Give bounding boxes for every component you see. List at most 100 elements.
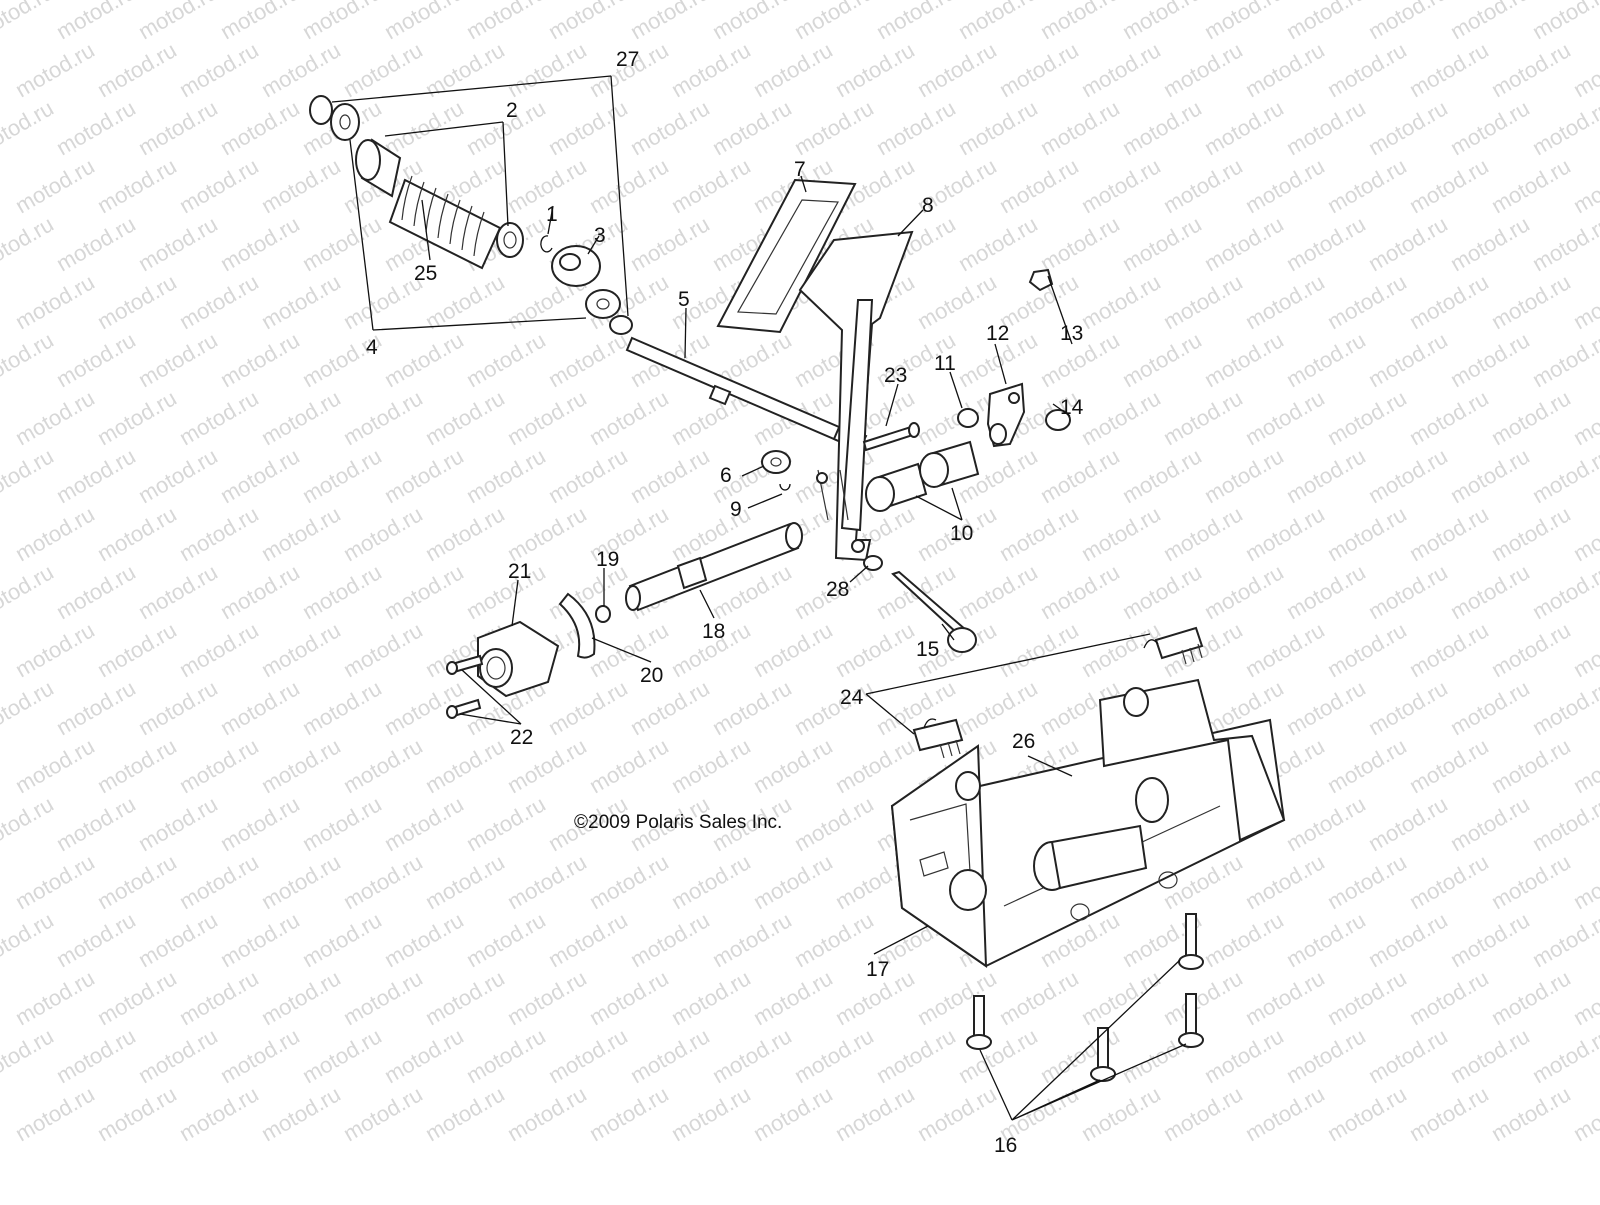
- watermark-text: motod.ru: [380, 791, 468, 856]
- watermark-text: motod.ru: [421, 733, 509, 798]
- watermark-text: motod.ru: [0, 95, 58, 160]
- watermark-text: motod.ru: [626, 0, 714, 44]
- watermark-text: motod.ru: [544, 1023, 632, 1088]
- watermark-text: motod.ru: [257, 849, 345, 914]
- watermark-text: motod.ru: [667, 37, 755, 102]
- watermark-text: motod.ru: [1241, 501, 1329, 566]
- watermark-text: motod.ru: [134, 95, 222, 160]
- watermark-text: motod.ru: [626, 95, 714, 160]
- watermark-text: motod.ru: [339, 501, 427, 566]
- watermark-text: motod.ru: [11, 617, 99, 682]
- watermark-text: motod.ru: [1323, 849, 1411, 914]
- watermark-text: motod.ru: [1487, 1081, 1575, 1146]
- watermark-text: motod.ru: [257, 965, 345, 1030]
- watermark-text: motod.ru: [0, 559, 58, 624]
- watermark-text: motod.ru: [1487, 37, 1575, 102]
- watermark-text: motod.ru: [1405, 849, 1493, 914]
- watermark-text: motod.ru: [1446, 675, 1534, 740]
- callout-14: 14: [1060, 396, 1084, 419]
- watermark-text: motod.ru: [216, 1023, 304, 1088]
- watermark-text: motod.ru: [1446, 559, 1534, 624]
- watermark-text: motod.ru: [134, 443, 222, 508]
- watermark-text: motod.ru: [298, 907, 386, 972]
- watermark-text: motod.ru: [749, 849, 837, 914]
- watermark-text: motod.ru: [462, 443, 550, 508]
- watermark-text: motod.ru: [1200, 1023, 1288, 1088]
- watermark-text: motod.ru: [380, 559, 468, 624]
- watermark-text: motod.ru: [175, 965, 263, 1030]
- stop-bracket-group: [957, 268, 1071, 448]
- watermark-text: motod.ru: [257, 269, 345, 334]
- watermark-text: motod.ru: [1364, 675, 1452, 740]
- copyright-notice: ©2009 Polaris Sales Inc.: [574, 812, 782, 833]
- watermark-text: motod.ru: [1487, 733, 1575, 798]
- watermark-text: motod.ru: [1405, 501, 1493, 566]
- watermark-text: motod.ru: [175, 733, 263, 798]
- watermark-text: motod.ru: [1364, 327, 1452, 392]
- watermark-text: motod.ru: [11, 965, 99, 1030]
- watermark-text: motod.ru: [1200, 0, 1288, 44]
- watermark-text: motod.ru: [216, 675, 304, 740]
- watermark-text: motod.ru: [913, 1081, 1001, 1146]
- callout-20: 20: [640, 664, 663, 687]
- callout-28: 28: [826, 578, 849, 601]
- watermark-text: motod.ru: [1323, 385, 1411, 450]
- watermark-text: motod.ru: [52, 907, 140, 972]
- snap-ring-lower: [609, 315, 633, 335]
- watermark-text: motod.ru: [1323, 501, 1411, 566]
- watermark-text: motod.ru: [503, 501, 591, 566]
- watermark-text: motod.ru: [175, 37, 263, 102]
- watermark-text: motod.ru: [298, 443, 386, 508]
- bolt-and-washer: [863, 555, 977, 653]
- callout-6: 6: [720, 464, 732, 487]
- watermark-text: motod.ru: [503, 1081, 591, 1146]
- watermark-text: motod.ru: [667, 1081, 755, 1146]
- watermark-text: motod.ru: [708, 907, 796, 972]
- watermark-text: motod.ru: [1528, 327, 1600, 392]
- watermark-text: motod.ru: [339, 37, 427, 102]
- watermark-text: motod.ru: [1364, 559, 1452, 624]
- watermark-text: motod.ru: [708, 1023, 796, 1088]
- watermark-text: motod.ru: [257, 153, 345, 218]
- callout-24: 24: [840, 686, 864, 709]
- watermark-text: motod.ru: [1569, 965, 1600, 1030]
- watermark-text: motod.ru: [1364, 907, 1452, 972]
- watermark-text: motod.ru: [913, 965, 1001, 1030]
- watermark-text: motod.ru: [708, 675, 796, 740]
- watermark-text: motod.ru: [995, 37, 1083, 102]
- watermark-text: motod.ru: [1446, 95, 1534, 160]
- callout-8: 8: [922, 194, 934, 217]
- watermark-text: motod.ru: [1405, 269, 1493, 334]
- watermark-text: motod.ru: [1528, 675, 1600, 740]
- callout-25: 25: [414, 262, 437, 285]
- callout-7: 7: [794, 158, 806, 181]
- watermark-text: motod.ru: [421, 965, 509, 1030]
- watermark-text: motod.ru: [544, 907, 632, 972]
- callout-16: 16: [994, 1134, 1017, 1157]
- watermark-text: motod.ru: [1569, 37, 1600, 102]
- watermark-text: motod.ru: [339, 1081, 427, 1146]
- callout-1: 1: [546, 203, 558, 226]
- watermark-text: motod.ru: [1323, 1081, 1411, 1146]
- watermark-text: motod.ru: [1487, 269, 1575, 334]
- watermark-text: motod.ru: [872, 0, 960, 44]
- watermark-text: motod.ru: [1569, 733, 1600, 798]
- watermark-text: motod.ru: [93, 269, 181, 334]
- watermark-text: motod.ru: [1528, 559, 1600, 624]
- watermark-text: motod.ru: [585, 849, 673, 914]
- pivot-bushings: [865, 440, 980, 512]
- watermark-text: motod.ru: [1446, 211, 1534, 276]
- watermark-text: motod.ru: [380, 1023, 468, 1088]
- watermark-text: motod.ru: [913, 37, 1001, 102]
- watermark-text: motod.ru: [1323, 37, 1411, 102]
- watermark-text: motod.ru: [0, 1023, 58, 1088]
- watermark-text: motod.ru: [872, 1023, 960, 1088]
- watermark-text: motod.ru: [1118, 443, 1206, 508]
- watermark-text: motod.ru: [1446, 443, 1534, 508]
- callout-23: 23: [884, 364, 907, 387]
- watermark-text: motod.ru: [52, 0, 140, 44]
- watermark-text: motod.ru: [1282, 211, 1370, 276]
- housing-screws: [446, 654, 484, 719]
- watermark-text: motod.ru: [1159, 965, 1247, 1030]
